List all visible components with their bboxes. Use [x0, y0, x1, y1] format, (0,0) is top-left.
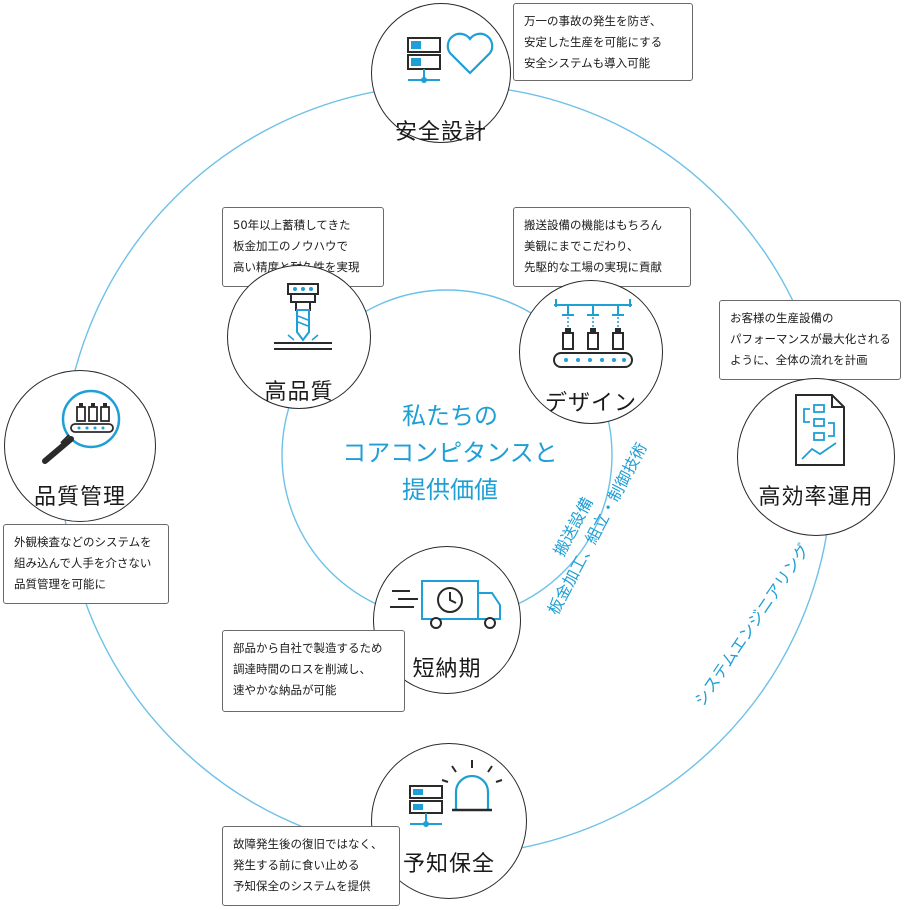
node-short-delivery-label: 短納期 [412, 657, 482, 682]
server-alarm-icon [409, 760, 503, 827]
note-efficiency-line-1: お客様の生産設備の [730, 311, 834, 325]
note-predictive: 故障発生後の復旧ではなく、 発生する前に食い止める 予知保全のシステムを提供 [222, 826, 400, 906]
note-safety-line-2: 安定した生産を可能にする [524, 35, 663, 49]
center-title-line-3: 提供価値 [402, 476, 498, 504]
node-quality-control-label: 品質管理 [33, 485, 126, 510]
conveyor-filling-icon [553, 299, 633, 368]
magnifier-inspection-icon [42, 389, 121, 464]
note-short-delivery-line-1: 部品から自社で製造するため [233, 641, 383, 655]
delivery-truck-clock-icon [390, 580, 501, 629]
note-safety-line-1: 万一の事故の発生を防ぎ、 [524, 14, 662, 28]
note-predictive-line-3: 予知保全のシステムを提供 [233, 879, 371, 893]
note-design-line-3: 先駆的な工場の実現に貢献 [524, 260, 662, 274]
note-quality-high-line-2: 板金加工のノウハウで [233, 239, 348, 253]
note-design: 搬送設備の機能はもちろん 美観にまでこだわり、 先駆的な工場の実現に貢献 [513, 207, 691, 287]
note-design-line-1: 搬送設備の機能はもちろん [524, 218, 662, 232]
note-efficiency-line-2: パフォーマンスが最大化される [730, 332, 891, 346]
note-design-line-2: 美観にまでこだわり、 [524, 239, 639, 253]
node-design-label: デザイン [544, 391, 637, 416]
node-quality-control: 品質管理 [4, 370, 156, 522]
note-quality-control: 外観検査などのシステムを 組み込んで人手を介さない 品質管理を可能に [3, 524, 169, 604]
note-safety-line-3: 安全システムも導入可能 [524, 56, 651, 70]
center-title: 私たちの コアコンピタンスと 提供価値 [330, 398, 570, 509]
note-safety: 万一の事故の発生を防ぎ、 安定した生産を可能にする 安全システムも導入可能 [513, 3, 693, 81]
node-predictive-label: 予知保全 [402, 852, 495, 877]
note-efficiency-line-3: ように、全体の流れを計画 [730, 353, 868, 367]
server-heart-icon [407, 32, 494, 83]
node-design: デザイン [519, 280, 663, 424]
note-predictive-line-2: 発生する前に食い止める [233, 858, 360, 872]
node-quality-high-label: 高品質 [264, 380, 334, 405]
note-short-delivery-line-2: 調達時間のロスを削減し、 [233, 662, 371, 676]
node-safety-label: 安全設計 [394, 120, 487, 145]
note-quality-control-line-2: 組み込んで人手を介さない [14, 556, 152, 570]
center-title-line-1: 私たちの [402, 402, 498, 430]
node-efficiency: 高効率運用 [737, 378, 895, 536]
note-quality-control-line-3: 品質管理を可能に [14, 577, 106, 591]
flowchart-document-icon [795, 394, 845, 466]
note-quality-high-line-1: 50年以上蓄積してきた [233, 218, 351, 232]
note-quality-control-line-1: 外観検査などのシステムを [14, 535, 152, 549]
note-short-delivery-line-3: 速やかな納品が可能 [233, 683, 337, 697]
center-title-line-2: コアコンピタンスと [342, 439, 558, 467]
node-safety: 安全設計 [371, 3, 511, 145]
node-efficiency-label: 高効率運用 [758, 485, 874, 510]
laser-machining-icon [274, 283, 332, 350]
note-short-delivery: 部品から自社で製造するため 調達時間のロスを削減し、 速やかな納品が可能 [222, 630, 405, 712]
node-quality-high: 高品質 [227, 265, 371, 409]
note-predictive-line-1: 故障発生後の復旧ではなく、 [233, 837, 383, 851]
note-efficiency: お客様の生産設備の パフォーマンスが最大化される ように、全体の流れを計画 [719, 300, 901, 380]
